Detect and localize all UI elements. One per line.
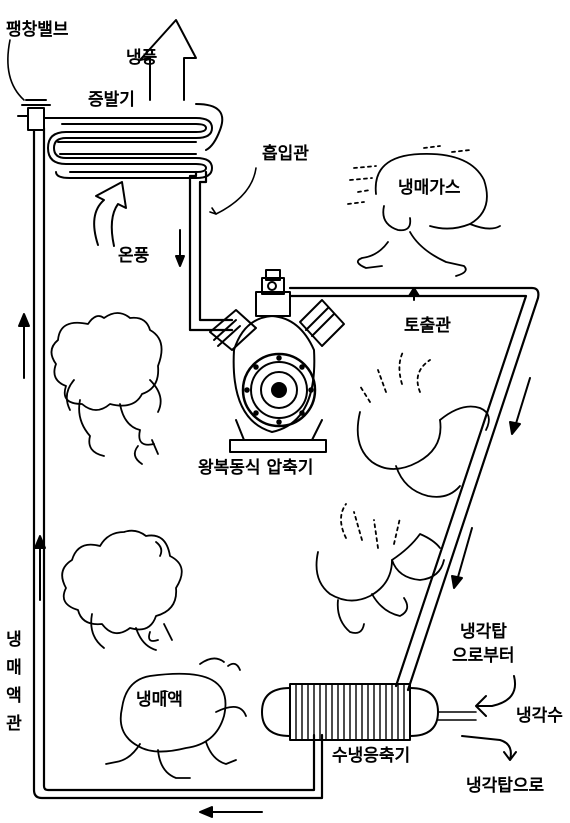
small-down-arrow-icon [175, 229, 185, 267]
cold-air-arrow-icon [139, 19, 197, 101]
water-condenser-label: 수냉응축기 [332, 746, 411, 766]
discharge-pipe-label: 토출관 [404, 316, 451, 336]
warm-air-arrow-icon [93, 181, 127, 247]
valve-leader-line [7, 39, 25, 101]
suction-pipe [188, 170, 234, 332]
cold-air-label: 냉풍 [126, 48, 158, 68]
liquid-pipe-char-3: 액 [6, 686, 22, 706]
expansion-valve-icon [17, 99, 59, 131]
refrigerant-gas-character [347, 145, 501, 277]
suction-pipe-label: 흡입관 [262, 144, 309, 164]
evaporator-label: 증발기 [86, 90, 137, 110]
compressor-label: 왕복동식 압축기 [198, 458, 314, 478]
to-cooling-tower-label: 냉각탑으로 [466, 776, 545, 796]
cooling-water-arrows [461, 675, 517, 761]
refrigerant-liquid-pipe [32, 126, 324, 800]
refrigerant-liquid-character [105, 657, 247, 779]
water-condenser-icon [261, 683, 477, 741]
liquid-character-1 [50, 312, 163, 465]
liquid-pipe-char-2: 매 [6, 658, 22, 678]
refrigerant-gas-label: 냉매가스 [398, 178, 461, 198]
warm-air-label: 온풍 [118, 246, 150, 266]
liquid-character-2 [61, 529, 183, 651]
cooling-water-label: 냉각수 [516, 706, 563, 726]
liquid-pipe-char-4: 관 [6, 714, 22, 734]
evaporator-coil [47, 103, 224, 179]
suction-leader-line [215, 167, 257, 215]
compressor-icon [209, 269, 345, 453]
discharge-pipe [288, 286, 540, 692]
from-cooling-tower-line-1: 냉각탑 [460, 622, 507, 642]
gas-character-right-2 [315, 503, 445, 634]
refrigerant-liquid-label: 냉매액 [136, 690, 183, 710]
expansion-valve-label: 팽창밸브 [6, 20, 69, 40]
flow-arrows [18, 287, 531, 818]
gas-character-right-1 [356, 349, 490, 498]
liquid-pipe-char-1: 냉 [6, 630, 22, 650]
from-cooling-tower-line-2: 으로부터 [452, 646, 515, 666]
